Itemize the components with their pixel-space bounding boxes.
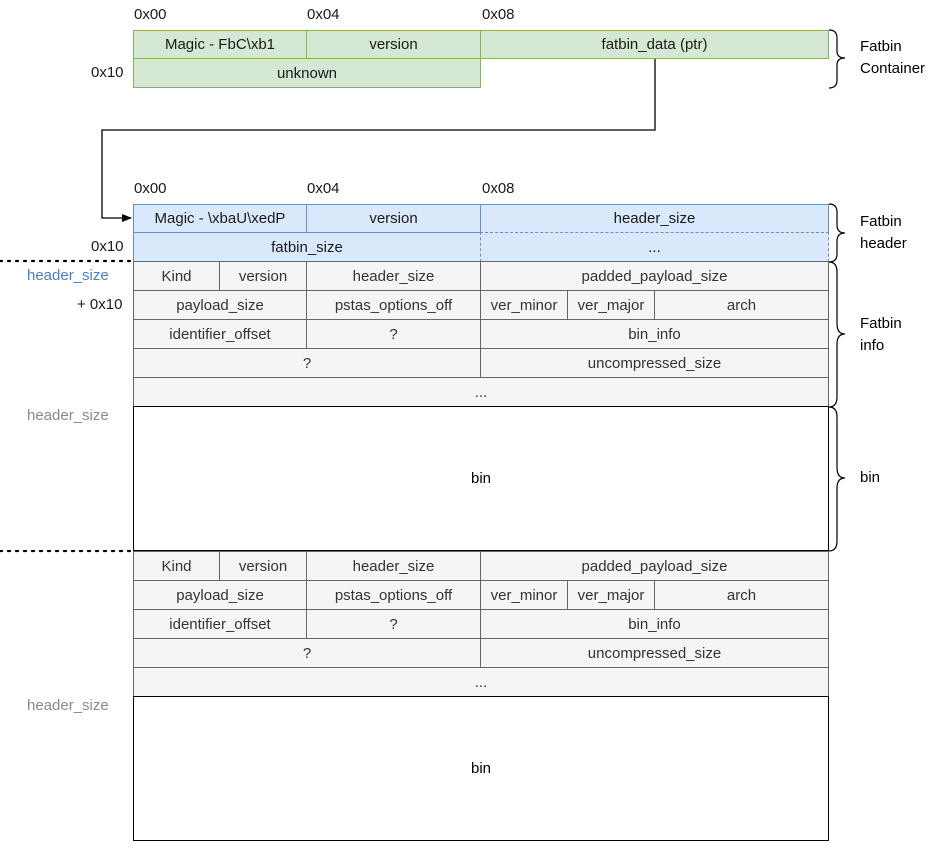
header-brace: [828, 203, 846, 263]
header-label-line2: header: [860, 235, 907, 252]
info-identifier-offset-cell: identifier_offset: [133, 319, 307, 349]
header-version-cell: version: [306, 204, 481, 233]
info-label-line2: info: [860, 337, 885, 354]
header-ellipsis-cell: ...: [480, 232, 829, 262]
info-ellipsis-cell: ...: [133, 667, 829, 697]
info-bin-info-cell: bin_info: [480, 609, 829, 639]
header-offset-0x04: 0x04: [307, 180, 340, 197]
container-unknown-cell: unknown: [133, 58, 481, 88]
container-offset-0x04: 0x04: [307, 6, 340, 23]
info-identifier-offset-cell: identifier_offset: [133, 609, 307, 639]
bin-side-label: bin: [860, 469, 881, 486]
info-unknown-q2-cell: ?: [133, 348, 481, 378]
container-offset-0x00: 0x00: [134, 6, 167, 23]
info-ver-minor-cell: ver_minor: [480, 290, 568, 320]
container-version-cell: version: [306, 30, 481, 59]
container-brace: [828, 29, 846, 89]
container-side-label: Fatbin Container: [860, 36, 925, 80]
container-fatbin-data-cell: fatbin_data (ptr): [480, 30, 829, 59]
info-ellipsis-cell: ...: [133, 377, 829, 407]
info-kind-cell: Kind: [133, 261, 220, 291]
info-padded-payload-size-cell: padded_payload_size: [480, 261, 829, 291]
info-payload-size-cell: payload_size: [133, 290, 307, 320]
header-header-size-cell: header_size: [480, 204, 829, 233]
info-payload-size-cell: payload_size: [133, 580, 307, 610]
info-brace: [828, 261, 846, 408]
container-offset-0x10: 0x10: [91, 64, 124, 81]
info-ver-major-cell: ver_major: [567, 580, 655, 610]
info-offset-header-size: header_size: [27, 267, 109, 284]
info-unknown-q-cell: ?: [306, 609, 481, 639]
info-header-size-cell: header_size: [306, 551, 481, 581]
info-arch-cell: arch: [654, 290, 829, 320]
bin-cell: bin: [133, 696, 829, 841]
header-side-label: Fatbin header: [860, 211, 907, 255]
info-pstas-options-off-cell: pstas_options_off: [306, 290, 481, 320]
bin-brace: [828, 406, 846, 552]
info-bin-info-cell: bin_info: [480, 319, 829, 349]
info-padded-payload-size-cell: padded_payload_size: [480, 551, 829, 581]
info-unknown-q2-cell: ?: [133, 638, 481, 668]
info-arch-cell: arch: [654, 580, 829, 610]
container-label-line1: Fatbin: [860, 38, 902, 55]
header-offset-0x00: 0x00: [134, 180, 167, 197]
info-version-cell: version: [219, 551, 307, 581]
info-uncompressed-size-cell: uncompressed_size: [480, 638, 829, 668]
info-ver-minor-cell: ver_minor: [480, 580, 568, 610]
info-version-cell: version: [219, 261, 307, 291]
header-magic-cell: Magic - \xbaU\xedP: [133, 204, 307, 233]
info-kind-cell: Kind: [133, 551, 220, 581]
info-header-size-cell: header_size: [306, 261, 481, 291]
info-side-label: Fatbin info: [860, 313, 902, 357]
container-label-line2: Container: [860, 60, 926, 77]
info-pstas-options-off-cell: pstas_options_off: [306, 580, 481, 610]
header-offset-0x08: 0x08: [482, 180, 515, 197]
container-offset-0x08: 0x08: [482, 6, 515, 23]
bin-cell: bin: [133, 406, 829, 551]
header-offset-0x10: 0x10: [91, 238, 124, 255]
info-ver-major-cell: ver_major: [567, 290, 655, 320]
bin-offset-header-size-1: header_size: [27, 407, 109, 424]
header-fatbin-size-cell: fatbin_size: [133, 232, 481, 262]
header-label-line1: Fatbin: [860, 213, 902, 230]
bin-offset-header-size-2: header_size: [27, 697, 109, 714]
container-magic-cell: Magic - FbC\xb1: [133, 30, 307, 59]
info-unknown-q-cell: ?: [306, 319, 481, 349]
info-offset-plus-0x10: + 0x10: [77, 296, 123, 313]
info-label-line1: Fatbin: [860, 315, 902, 332]
info-uncompressed-size-cell: uncompressed_size: [480, 348, 829, 378]
